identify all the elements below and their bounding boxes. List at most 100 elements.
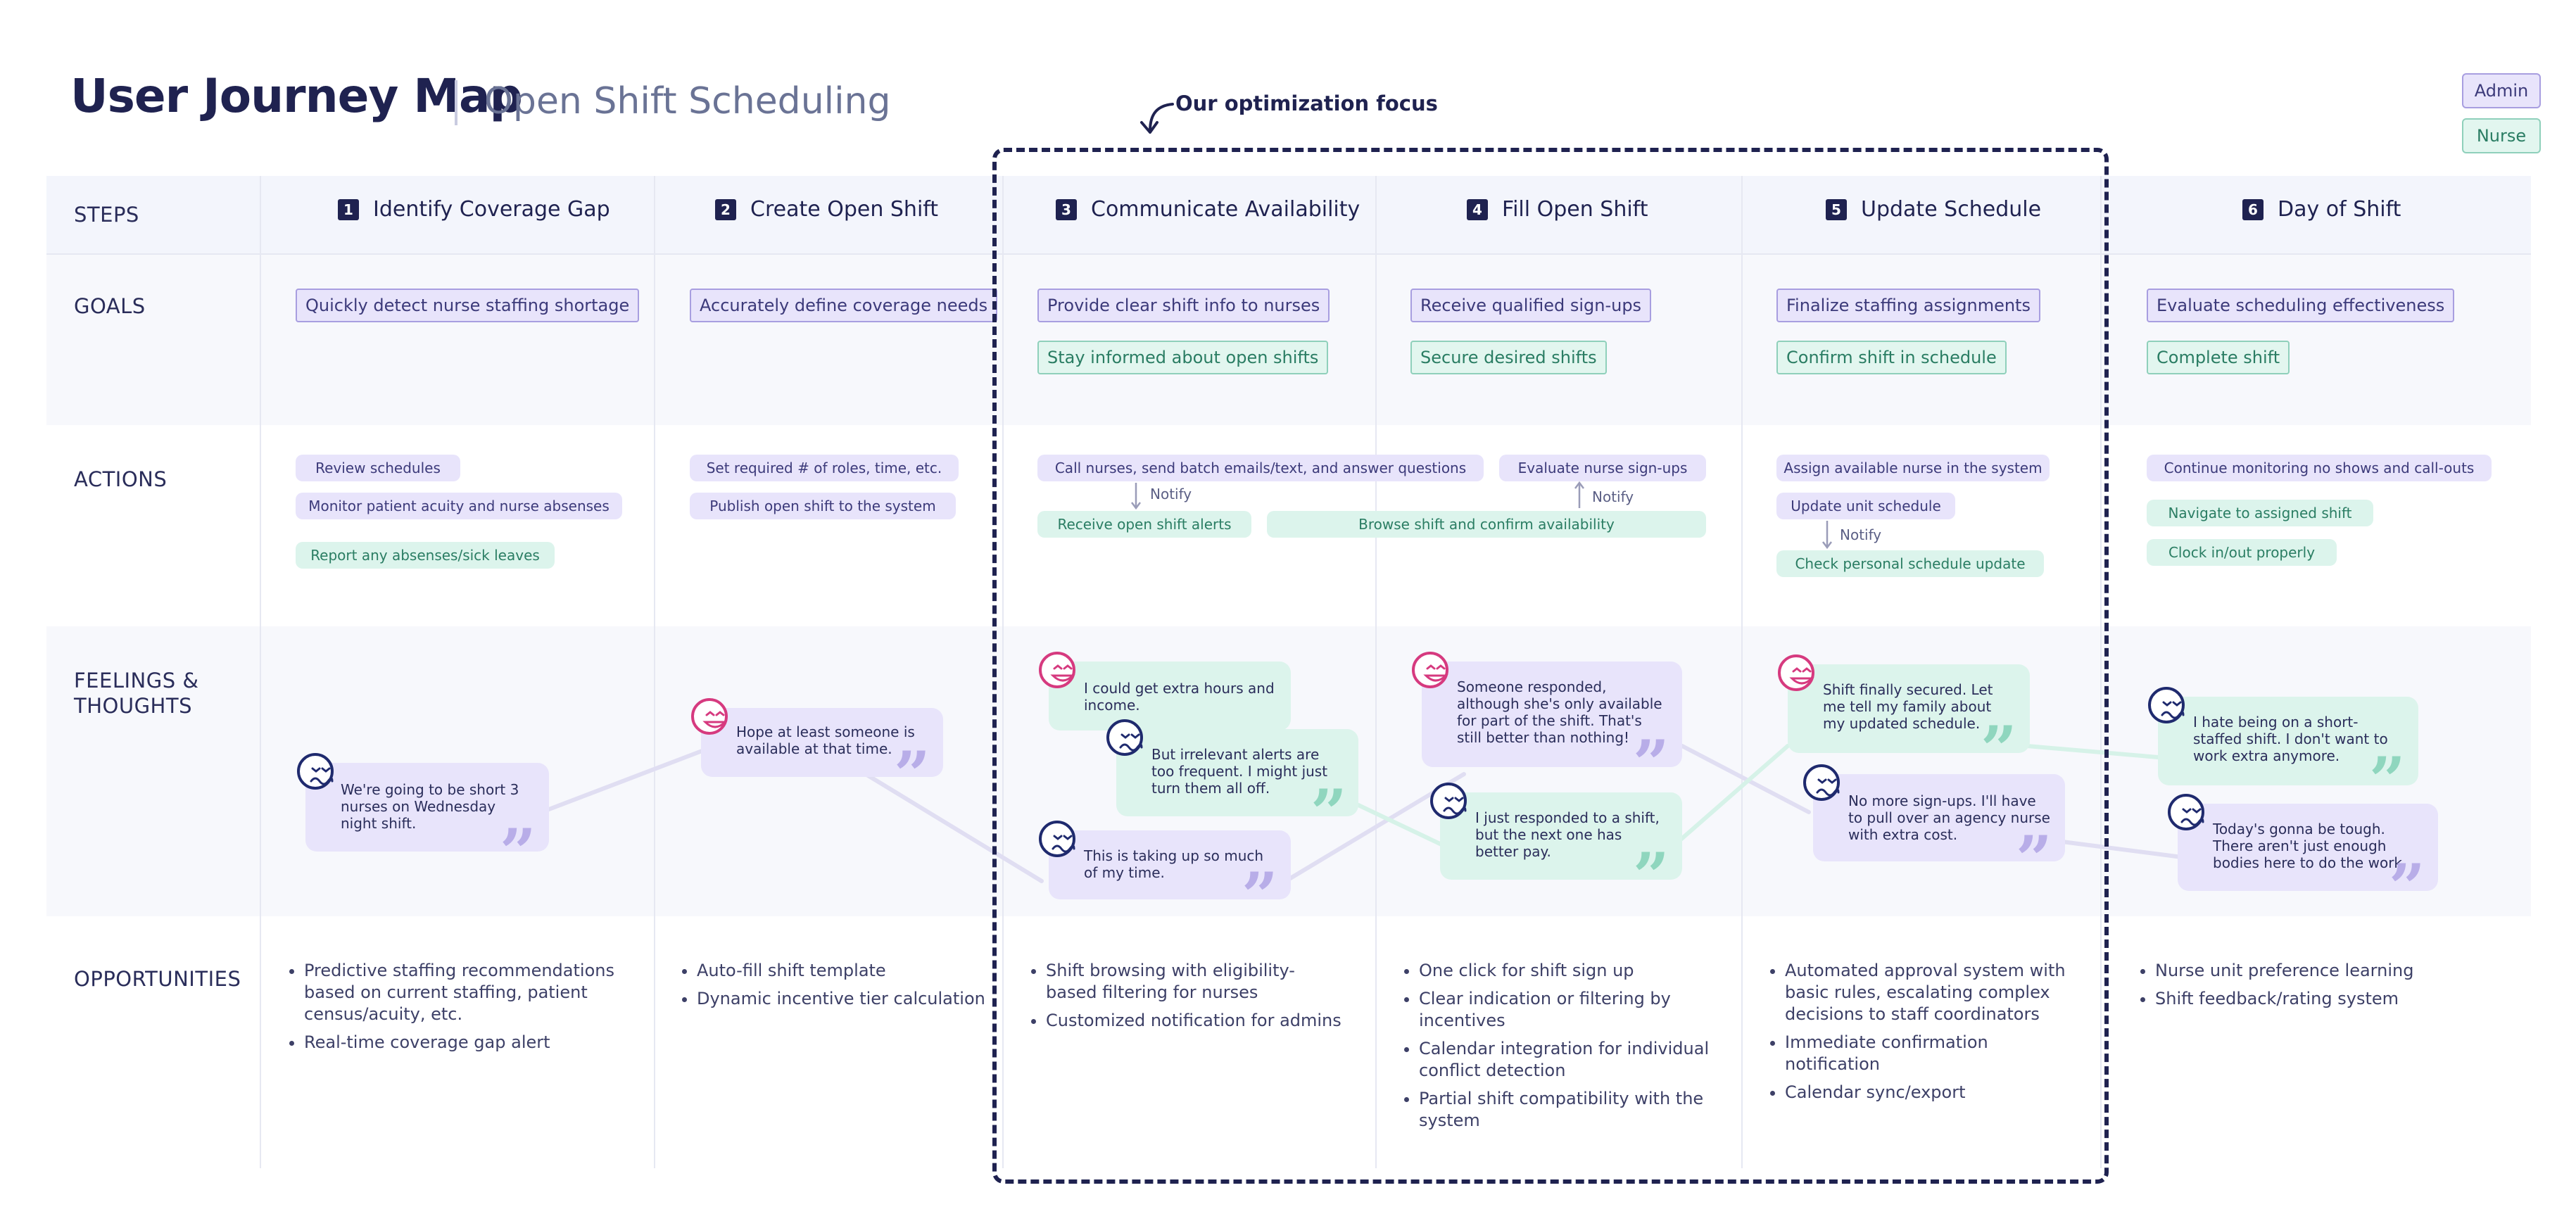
opportunity-item: Dynamic incentive tier calculation <box>697 988 990 1010</box>
legend-nurse: Nurse <box>2462 118 2541 153</box>
opportunity-item: Customized notification for admins <box>1046 1010 1346 1032</box>
thought-bubble: I hate being on a short-staffed shift. I… <box>2158 697 2418 785</box>
happy-face-icon <box>1778 654 1814 691</box>
step-label: Fill Open Shift <box>1502 197 1648 222</box>
goal-admin: Evaluate scheduling effectiveness <box>2147 289 2455 322</box>
steps-row <box>46 176 2531 255</box>
thought-bubble: Shift finally secured. Let me tell my fa… <box>1788 664 2030 753</box>
thought-bubble: No more sign-ups. I'll have to pull over… <box>1813 774 2065 861</box>
step-number: 2 <box>715 198 736 220</box>
action-admin: Set required # of roles, time, etc. <box>690 455 959 481</box>
row-label-opportunities: OPPORTUNITIES <box>74 967 241 991</box>
goal-admin: Finalize staffing assignments <box>1776 289 2040 322</box>
step-number: 6 <box>2242 198 2264 220</box>
opportunity-item: Immediate confirmation notification <box>1785 1032 2078 1075</box>
quote-icon: ” <box>1633 839 1669 913</box>
action-nurse: Navigate to assigned shift <box>2147 500 2373 526</box>
goal-nurse: Secure desired shifts <box>1410 341 1607 374</box>
quote-icon: ” <box>894 738 930 812</box>
opportunity-item: Calendar sync/export <box>1785 1082 2078 1103</box>
action-nurse: Report any absenses/sick leaves <box>296 542 555 569</box>
curved-arrow-icon <box>1140 103 1174 134</box>
quote-icon: ” <box>500 815 536 890</box>
happy-face-icon <box>1039 652 1075 688</box>
sad-face-icon <box>297 753 334 790</box>
goal-nurse: Stay informed about open shifts <box>1037 341 1329 374</box>
goal-admin: Accurately define coverage needs <box>690 289 998 322</box>
legend-admin: Admin <box>2462 73 2541 108</box>
step-label: Update Schedule <box>1861 197 2042 222</box>
action-nurse: Browse shift and confirm availability <box>1267 511 1706 538</box>
step-1: 1 Identify Coverage Gap <box>338 197 610 222</box>
opportunities-step-2: Auto-fill shift template Dynamic incenti… <box>680 960 990 1016</box>
step-label: Identify Coverage Gap <box>373 197 610 222</box>
thought-bubble: Today's gonna be tough. There aren't jus… <box>2178 804 2438 891</box>
action-nurse: Clock in/out properly <box>2147 539 2337 566</box>
page-subtitle: Open Shift Scheduling <box>484 80 891 122</box>
sad-face-icon <box>2168 794 2204 830</box>
quote-icon: ” <box>2016 822 2052 897</box>
thought-bubble: I could get extra hours and income. <box>1049 662 1291 730</box>
opportunity-item: Auto-fill shift template <box>697 960 990 982</box>
step-number: 5 <box>1826 198 1847 220</box>
thought-bubble: This is taking up so much of my time. <box>1049 830 1291 899</box>
opportunities-step-1: Predictive staffing recommendations base… <box>287 960 618 1060</box>
quote-icon: ” <box>2389 850 2425 925</box>
opportunity-item: One click for shift sign up <box>1419 960 1712 982</box>
action-admin: Continue monitoring no shows and call-ou… <box>2147 455 2492 481</box>
focus-label: Our optimization focus <box>1175 91 1438 115</box>
column-divider <box>1002 176 1004 1168</box>
quote-icon: ” <box>2369 743 2406 818</box>
thought-text: Shift finally secured. Let me tell my fa… <box>1823 681 1993 732</box>
opportunity-item: Shift browsing with eligibility-based fi… <box>1046 960 1346 1004</box>
goals-row <box>46 255 2531 425</box>
opportunities-step-3: Shift browsing with eligibility-based fi… <box>1029 960 1346 1038</box>
step-label: Communicate Availability <box>1091 197 1360 222</box>
goal-nurse: Confirm shift in schedule <box>1776 341 2007 374</box>
happy-face-icon <box>1412 652 1448 688</box>
action-admin: Publish open shift to the system <box>690 493 956 519</box>
goal-nurse: Complete shift <box>2147 341 2290 374</box>
column-divider <box>2100 176 2102 1168</box>
thought-text: I just responded to a shift, but the nex… <box>1475 809 1660 860</box>
quote-icon: ” <box>1981 712 2017 787</box>
thought-bubble: Someone responded, although she's only a… <box>1422 662 1682 767</box>
opportunity-item: Clear indication or filtering by incenti… <box>1419 988 1712 1032</box>
action-admin: Evaluate nurse sign-ups <box>1499 455 1706 481</box>
column-divider <box>654 176 655 1168</box>
page-title: User Journey Map <box>70 69 523 123</box>
step-label: Day of Shift <box>2278 197 2401 222</box>
step-4: 4 Fill Open Shift <box>1467 197 1648 222</box>
opportunities-row <box>46 918 2531 1168</box>
action-admin: Update unit schedule <box>1776 493 1955 519</box>
column-divider <box>260 176 261 1168</box>
row-label-thoughts: THOUGHTS <box>74 694 192 718</box>
row-label-feelings: FEELINGS & <box>74 669 199 692</box>
thought-text: No more sign-ups. I'll have to pull over… <box>1848 792 2050 843</box>
opportunity-item: Nurse unit preference learning <box>2155 960 2476 982</box>
step-5: 5 Update Schedule <box>1826 197 2041 222</box>
step-number: 4 <box>1467 198 1488 220</box>
happy-face-icon <box>691 698 728 735</box>
opportunity-item: Shift feedback/rating system <box>2155 988 2476 1010</box>
thought-bubble: I just responded to a shift, but the nex… <box>1440 792 1682 880</box>
step-number: 1 <box>338 198 359 220</box>
opportunities-step-5: Automated approval system with basic rul… <box>1768 960 2078 1110</box>
opportunity-item: Calendar integration for individual conf… <box>1419 1038 1712 1082</box>
goal-admin: Quickly detect nurse staffing shortage <box>296 289 640 322</box>
opportunity-item: Real-time coverage gap alert <box>304 1032 618 1054</box>
thought-text: I hate being on a short-staffed shift. I… <box>2193 714 2388 764</box>
quote-icon: ” <box>1311 776 1347 850</box>
opportunity-item: Predictive staffing recommendations base… <box>304 960 618 1025</box>
opportunities-step-6: Nurse unit preference learning Shift fee… <box>2138 960 2476 1016</box>
thought-text: This is taking up so much of my time. <box>1084 847 1264 881</box>
quote-icon: ” <box>1633 726 1669 801</box>
action-admin: Assign available nurse in the system <box>1776 455 2050 481</box>
column-divider <box>1375 176 1377 1168</box>
thought-text: Someone responded, although she's only a… <box>1457 678 1662 746</box>
notify-label: Notify <box>1592 488 1634 505</box>
opportunity-item: Partial shift compatibility with the sys… <box>1419 1088 1712 1132</box>
